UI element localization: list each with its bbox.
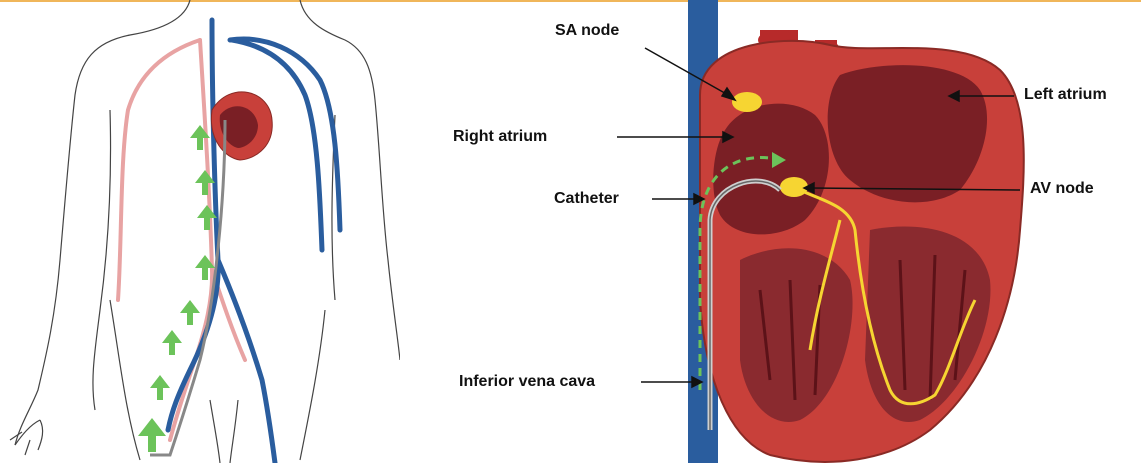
sa-node-label: SA node <box>555 22 619 40</box>
av-node-label: AV node <box>1030 180 1094 198</box>
inferior-vena-cava-label: Inferior vena cava <box>459 373 595 391</box>
left-atrium-label: Left atrium <box>1024 86 1107 104</box>
av-node-marker <box>780 177 808 197</box>
sa-node-marker <box>732 92 762 112</box>
right-atrium-label: Right atrium <box>453 128 547 146</box>
catheter-label: Catheter <box>554 190 619 208</box>
